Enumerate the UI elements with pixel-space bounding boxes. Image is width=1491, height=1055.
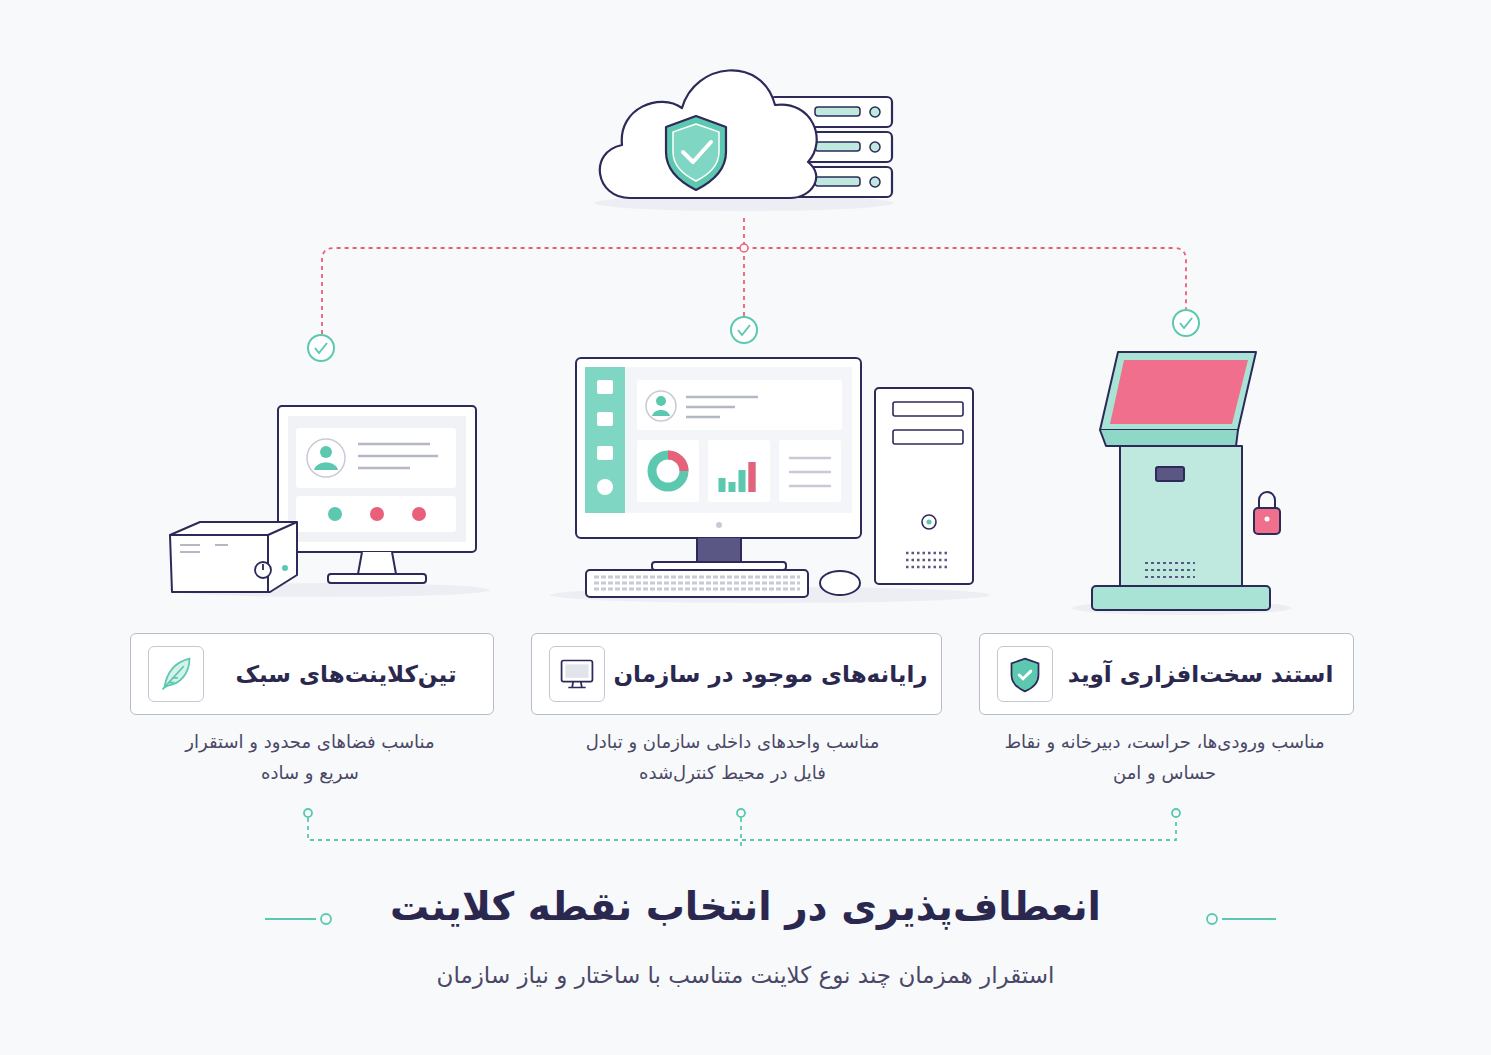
kiosk-stand <box>1072 352 1292 615</box>
client-option-box: استند سخت‌افزاری آویدمناسب ورودی‌ها، حرا… <box>979 633 1354 715</box>
diagram-title: انعطاف‌پذیری در انتخاب نقطه کلاینت <box>0 884 1491 929</box>
diagram-caption: استقرار همزمان چند نوع کلاینت متناسب با … <box>0 962 1491 988</box>
title-text: انعطاف‌پذیری در انتخاب نقطه کلاینت <box>390 884 1101 929</box>
client-option-box: رایانه‌های موجود در سازمانمناسب واحدهای … <box>531 633 942 715</box>
option-description: مناسب فضاهای محدود و استقرار سریع و ساده <box>185 726 435 788</box>
option-icon <box>549 646 605 702</box>
branch-lines <box>322 218 1186 334</box>
thin-client <box>170 406 490 597</box>
option-description: مناسب واحدهای داخلی سازمان و تبادل فایل … <box>583 726 883 788</box>
option-heading: رایانه‌های موجود در سازمان <box>612 634 929 714</box>
desktop-computer <box>550 358 990 603</box>
option-description: مناسب ورودی‌ها، حراست، دبیرخانه و نقاط ح… <box>1000 726 1330 788</box>
caption-text: استقرار همزمان چند نوع کلاینت متناسب با … <box>437 962 1055 988</box>
cloud-server <box>594 70 894 211</box>
option-icon <box>997 646 1053 702</box>
option-icon <box>148 646 204 702</box>
option-heading: استند سخت‌افزاری آوید <box>1060 634 1341 714</box>
option-heading: تین‌کلاینت‌های سبک <box>211 634 481 714</box>
client-option-box: تین‌کلاینت‌های سبکمناسب فضاهای محدود و ا… <box>130 633 494 715</box>
check-circles <box>308 310 1199 361</box>
